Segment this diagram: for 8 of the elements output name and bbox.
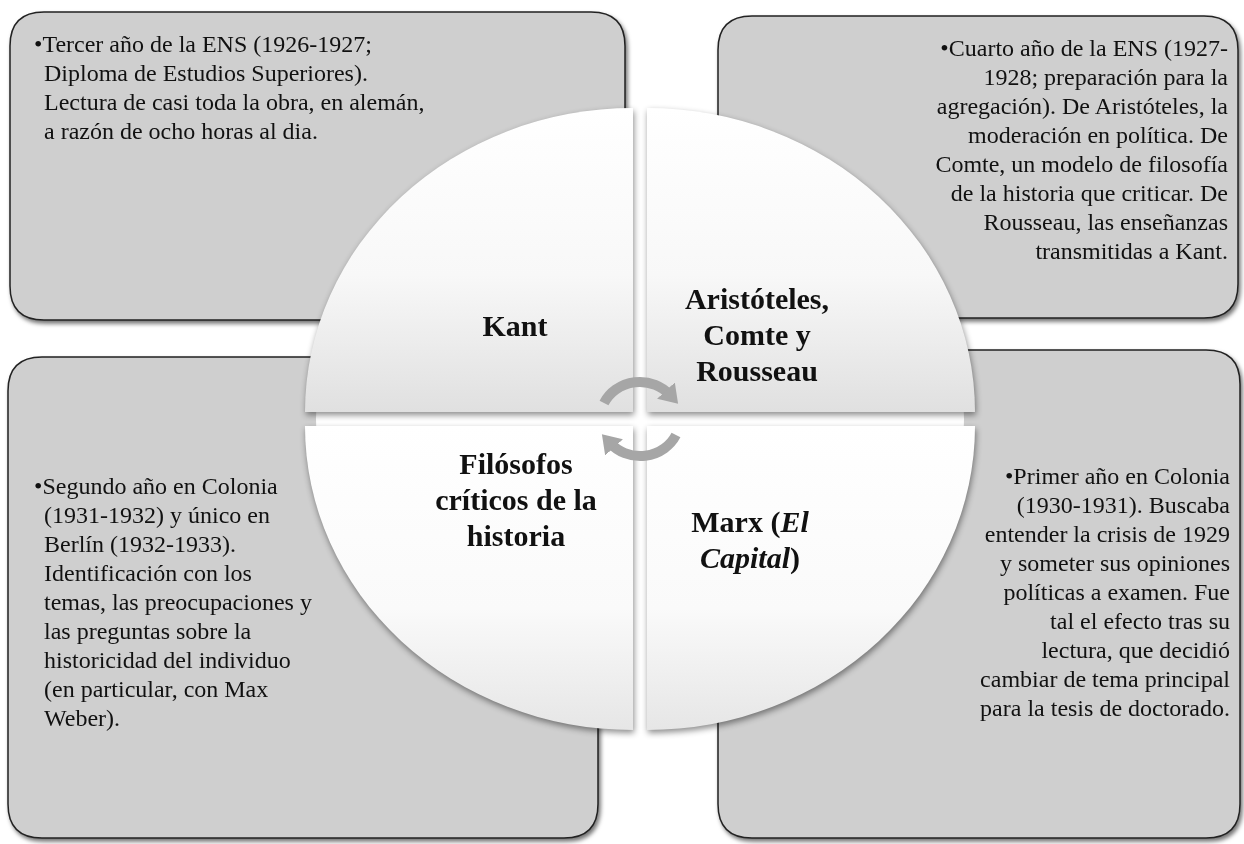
bullet-text: •Primer año en Colonia (1930-1931). Buscaba entender la crisis de 1929 y someter sus opiniones políticas a examen. Fue tal el efecto tras su lectura, que decidió cambiar de tema principal para la tesis de doctorado. [979,462,1230,723]
bullet-text: •Tercer año de la ENS (1926-1927; Diploma de Estudios Superiores). Lectura de casi toda la obra, en alemán, a razón de ocho horas al dia. [34,30,426,146]
quadrant-title: Kant [481,308,549,344]
bullet-text: •Cuarto año de la ENS (1927-1928; preparación para la agregación). De Aristóteles, la moderación en política. De Comte, un modelo de filosofía de la historia que criticar. De Rousseau, las enseñanzas transmitidas a Kant. [934,34,1228,266]
quadrant-title: Aristóteles, Comte y Rousseau [683,281,831,389]
quadrant-title: Filósofos críticos de la historia [434,446,598,554]
quadrant-title: Marx (El Capital) [690,504,810,576]
bullet-text: •Segundo año en Colonia (1931-1932) y único en Berlín (1932-1933). Identificación con los temas, las preocupaciones y las preguntas sobre la historicidad del individuo (en particular, con Max Weber). [34,472,313,733]
